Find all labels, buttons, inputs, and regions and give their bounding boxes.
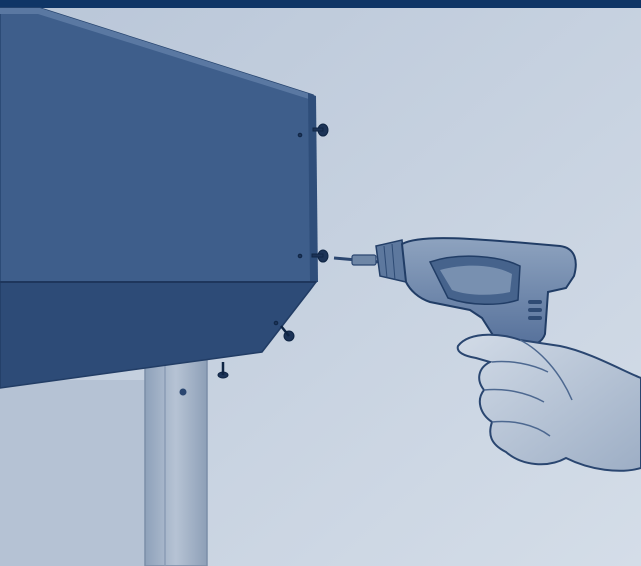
wall-shadow	[0, 380, 150, 566]
bracket-icon	[145, 360, 207, 566]
